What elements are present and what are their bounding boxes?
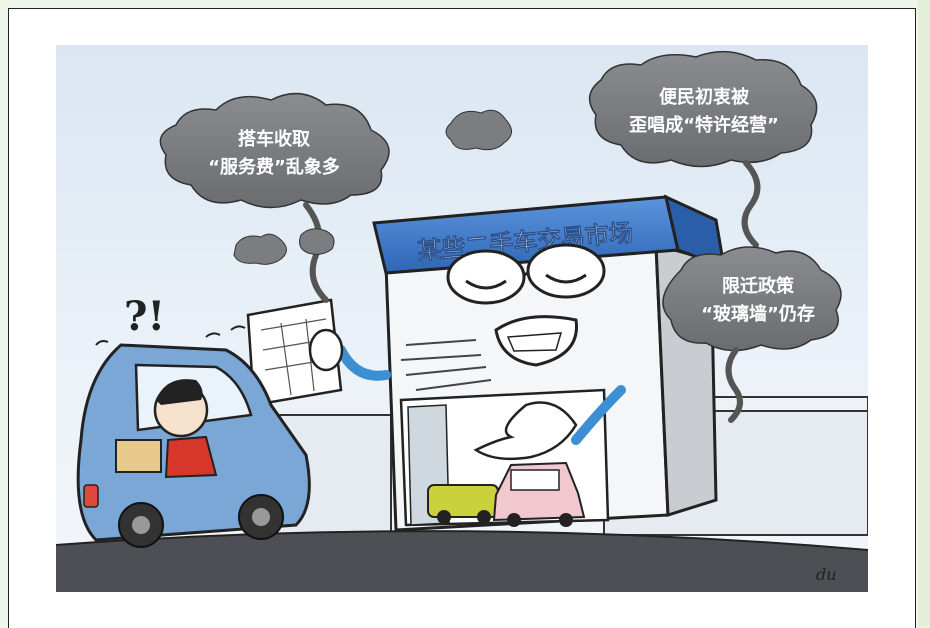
smoke-puff-1 (445, 109, 512, 151)
bubble-right-line1: 限迁政策 (722, 275, 795, 297)
bubble-top-right-line2: 歪唱成“特许经营” (629, 114, 779, 136)
cartoon-illustration: 某些二手车交易市场 (56, 45, 868, 592)
blue-car (76, 343, 311, 548)
smoke-cloud-left: 搭车收取 “服务费”乱象多 (159, 92, 390, 303)
smoke-cloud-right: 限迁政策 “玻璃墙”仍存 (662, 246, 842, 423)
bubble-left-line1: 搭车收取 (238, 128, 311, 150)
smoke-puff-2 (233, 233, 287, 265)
fee-document (246, 298, 344, 407)
smoke-cloud-top-right: 便民初衷被 歪唱成“特许经营” (588, 51, 818, 248)
left-arm (336, 345, 391, 381)
bubble-top-right-line1: 便民初衷被 (659, 86, 750, 108)
road (56, 531, 868, 592)
smoke-puff-3 (299, 228, 335, 255)
building-face (446, 243, 606, 367)
artist-signature: du (816, 565, 837, 584)
right-arm (571, 385, 626, 445)
bubble-left-line2: “服务费”乱象多 (208, 156, 340, 178)
right-margin-strip (918, 0, 930, 627)
bubble-right-line2: “玻璃墙”仍存 (701, 303, 815, 325)
pointing-hand (473, 401, 578, 461)
cartoon-svg: 某些二手车交易市场 (56, 45, 868, 592)
exclamation-marks: ?! (124, 293, 165, 340)
